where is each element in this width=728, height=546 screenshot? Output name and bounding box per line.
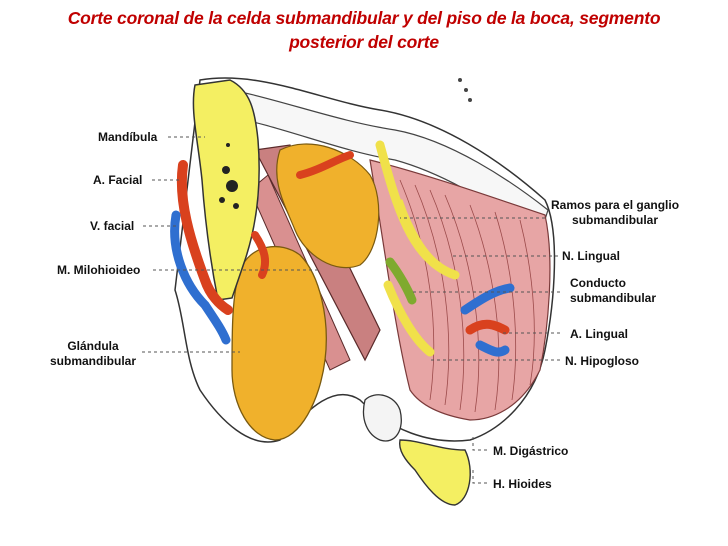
diagram-title: Corte coronal de la celda submandibular … xyxy=(0,6,728,54)
label-v-facial: V. facial xyxy=(90,219,135,233)
right-vein-shape xyxy=(460,283,515,315)
left-artery-segment xyxy=(251,231,270,279)
title-line-2: posterior del corte xyxy=(289,32,439,52)
label-ramos-line1: Ramos para el ganglio xyxy=(551,198,680,212)
label-m-digastrico: M. Digástrico xyxy=(493,444,569,458)
label-n-hipogloso: N. Hipogloso xyxy=(565,354,639,368)
label-a-lingual: A. Lingual xyxy=(570,327,628,341)
label-conducto-line1: Conducto xyxy=(570,276,626,290)
nerve-branch xyxy=(397,199,442,268)
label-ramos-ganglio: Ramos para el ganglio submandibular xyxy=(551,198,679,228)
top-right-marks xyxy=(458,78,472,102)
leader-lines xyxy=(142,136,560,484)
mandible-marrow xyxy=(219,143,239,209)
mandible-bone xyxy=(192,79,260,301)
facial-artery-shape xyxy=(176,160,233,315)
label-h-hioides: H. Hioides xyxy=(493,477,552,491)
label-a-facial: A. Facial xyxy=(93,173,143,187)
label-conducto-line2: submandibular xyxy=(570,291,657,305)
label-mandibula: Mandíbula xyxy=(98,130,158,144)
upper-artery xyxy=(296,151,354,179)
duct-shape xyxy=(385,257,417,305)
title-line-1: Corte coronal de la celda submandibular … xyxy=(67,8,661,28)
right-vein-lower xyxy=(475,340,510,357)
lingual-artery-shape xyxy=(465,319,510,335)
submandibular-gland-shape xyxy=(231,245,327,441)
label-glandula-line1: Glándula xyxy=(67,339,119,353)
hypoglossal-nerve-shape xyxy=(383,280,435,357)
upper-mucosa-band xyxy=(203,84,549,236)
facial-vein-shape xyxy=(170,210,231,345)
label-n-lingual: N. Lingual xyxy=(562,249,620,263)
hyoid-bone-shape xyxy=(398,439,471,506)
digastric-muscle-shape xyxy=(362,394,402,442)
label-m-milohioideo: M. Milohioideo xyxy=(57,263,141,277)
label-glandula-submandibular: Glándula submandibular xyxy=(50,339,136,369)
label-ramos-line2: submandibular xyxy=(572,213,659,227)
label-conducto-submandibular: Conducto submandibular xyxy=(570,276,656,306)
lingual-nerve-shape xyxy=(375,140,460,280)
label-glandula-line2: submandibular xyxy=(50,354,137,368)
